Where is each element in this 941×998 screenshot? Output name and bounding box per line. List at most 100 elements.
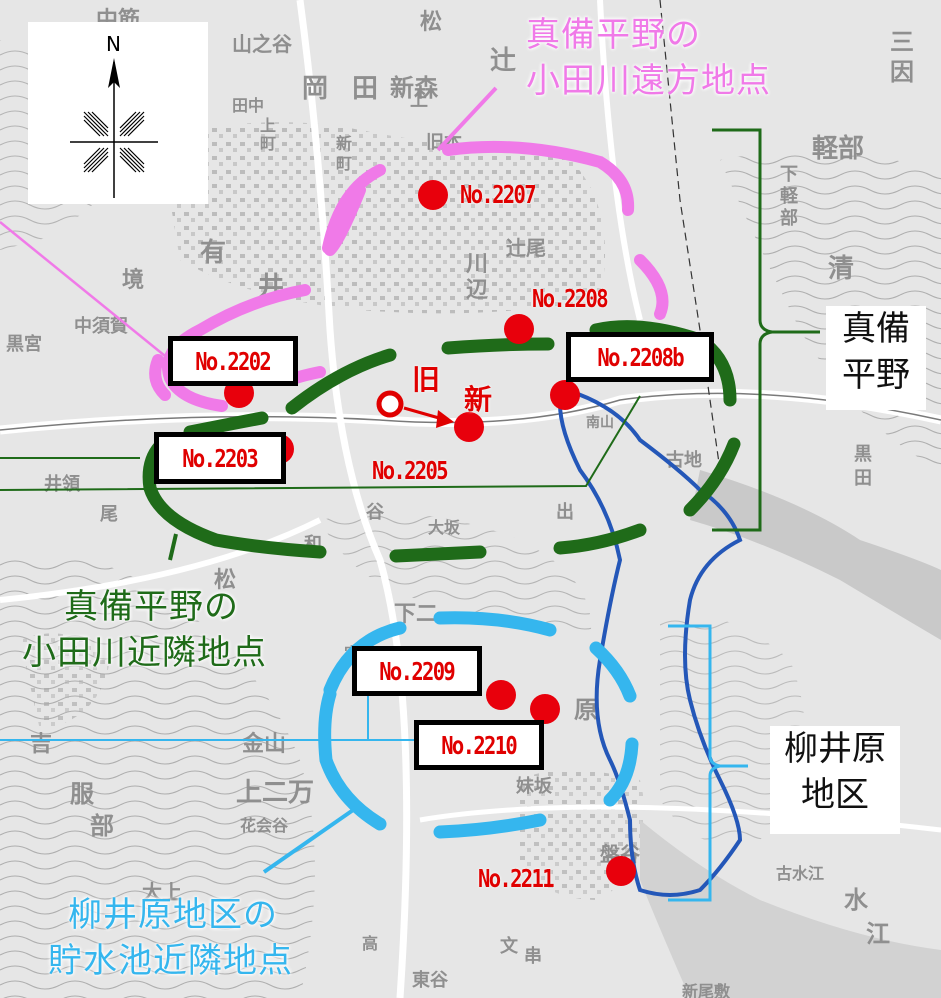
map-place-name: 三	[890, 28, 914, 56]
map-place-name: 串	[524, 946, 542, 967]
point-label-2205: No.2205	[372, 456, 449, 485]
map-place-name: 辺	[466, 278, 489, 303]
mabi-plain-label: 真備 平野	[826, 306, 926, 410]
map-place-name: 有	[200, 238, 227, 268]
point-label-2208b: No.2208b	[597, 342, 684, 372]
point-box-2202: No.2202	[168, 336, 298, 386]
far-zone-leader	[0, 221, 171, 361]
map-place-name: 上	[410, 90, 428, 111]
map-place-name: 新	[336, 134, 353, 153]
yanaihara-label-line-2: 地区	[801, 775, 869, 815]
map-place-name: 因	[890, 58, 914, 86]
far-callout-line-1: 真備平野の	[526, 15, 701, 55]
map-place-name: 軽	[780, 186, 798, 207]
map-place-name: 部	[780, 208, 798, 229]
near-callout-line-2: 小田川近隣地点	[22, 633, 267, 673]
north-label: N	[106, 32, 121, 56]
point-label-2208: No.2208	[532, 284, 609, 313]
near-zone-leader-2	[0, 395, 641, 491]
map-place-name: 境	[122, 268, 145, 293]
compass-box: N	[28, 22, 208, 204]
far-callout-leader	[436, 86, 498, 152]
point-marker-2205[interactable]	[454, 412, 484, 442]
point-label-2209: No.2209	[379, 656, 457, 686]
map-place-name: 清	[828, 254, 855, 284]
far-callout-line-2: 小田川遠方地点	[526, 61, 771, 101]
map-place-name: 岡	[302, 74, 329, 104]
mabi-bracket	[712, 128, 820, 532]
map-place-name: 部	[90, 812, 114, 840]
point-box-2203: No.2203	[154, 432, 286, 484]
map-place-name: 田	[854, 468, 872, 489]
point-label-2202: No.2202	[195, 346, 273, 376]
map-place-name: 中須賀	[74, 316, 128, 337]
river-outline	[557, 391, 743, 897]
map-place-name: 川	[466, 252, 489, 277]
point-box-2208b: No.2208b	[566, 332, 714, 382]
map-place-name: 辻尾	[506, 236, 546, 260]
point-label-2207: No.2207	[460, 180, 537, 209]
map-place-name: 山之谷	[232, 32, 292, 56]
map-place-name: 軽部	[812, 134, 865, 164]
map-place-name: 新尾敷	[682, 982, 731, 998]
map-place-name: 松	[420, 10, 443, 35]
reservoir-callout-leader	[262, 806, 358, 874]
map-place-name: 上	[260, 116, 277, 135]
map-place-name: 古水江	[776, 864, 825, 883]
point-marker-2211[interactable]	[606, 856, 636, 886]
map-place-name: 金山	[242, 732, 287, 757]
map-place-name: 江	[866, 920, 890, 948]
yanaihara-district-label: 柳井原 地区	[770, 726, 900, 834]
map-place-name: 花会谷	[240, 816, 289, 835]
map-place-name: 上二万	[236, 778, 315, 808]
map-place-name: 黒宮	[6, 334, 42, 355]
near-zone-callout: 真備平野の 小田川近隣地点	[22, 584, 267, 676]
old-location-marker	[376, 390, 404, 418]
map-place-name: 水	[844, 886, 868, 914]
point-label-2210: No.2210	[441, 730, 519, 760]
map-place-name: 尾	[100, 504, 118, 525]
map-place-name: 下	[780, 164, 798, 185]
near-callout-leader	[168, 533, 178, 561]
point-box-2210: No.2210	[414, 720, 544, 770]
point-box-2209: No.2209	[352, 646, 482, 696]
point-marker-2209b[interactable]	[530, 694, 560, 724]
compass-rose-icon	[70, 58, 158, 198]
point-marker-2209a[interactable]	[486, 680, 516, 710]
near-callout-line-1: 真備平野の	[64, 587, 239, 627]
point-marker-2208[interactable]	[504, 314, 534, 344]
map-place-name: 新森	[390, 74, 438, 102]
map-place-name: 町	[336, 154, 353, 173]
old-location-label: 旧	[412, 363, 441, 396]
new-location-label: 新	[464, 383, 493, 416]
reservoir-callout-line-2: 貯水池近隣地点	[48, 941, 293, 981]
map-place-name: 町	[260, 134, 277, 153]
map-place-name: 吉	[30, 732, 53, 757]
map-place-name: 辻	[490, 46, 517, 76]
map-place-name: 服	[70, 780, 94, 808]
point-label-2203: No.2203	[182, 443, 260, 473]
yanaihara-label-line-1: 柳井原	[784, 729, 886, 769]
map-place-name: 谷	[366, 502, 384, 523]
reservoir-callout-line-1: 柳井原地区の	[68, 895, 278, 935]
point-marker-2208b[interactable]	[550, 380, 580, 410]
far-zone-callout: 真備平野の 小田川遠方地点	[526, 12, 771, 104]
reservoir-zone-callout: 柳井原地区の 貯水池近隣地点	[48, 892, 293, 984]
map-place-name: 出	[556, 502, 574, 523]
point-marker-2207[interactable]	[418, 180, 448, 210]
mabi-label-line-1: 真備	[842, 309, 910, 349]
map-place-name: 東谷	[412, 970, 448, 991]
map-place-name: 文	[500, 936, 518, 957]
map-place-name: 田中	[232, 96, 265, 115]
map-place-name: 田	[352, 74, 379, 104]
yanaihara-bracket	[668, 624, 748, 902]
map-place-name: 南山	[586, 415, 614, 431]
point-label-2211: No.2211	[478, 864, 555, 893]
mabi-label-line-2: 平野	[842, 355, 910, 395]
map-place-name: 妹坂	[516, 776, 552, 797]
map-place-name: 松	[214, 568, 237, 593]
map-place-name: 高	[362, 934, 379, 953]
map-place-name: 黒	[854, 444, 872, 465]
